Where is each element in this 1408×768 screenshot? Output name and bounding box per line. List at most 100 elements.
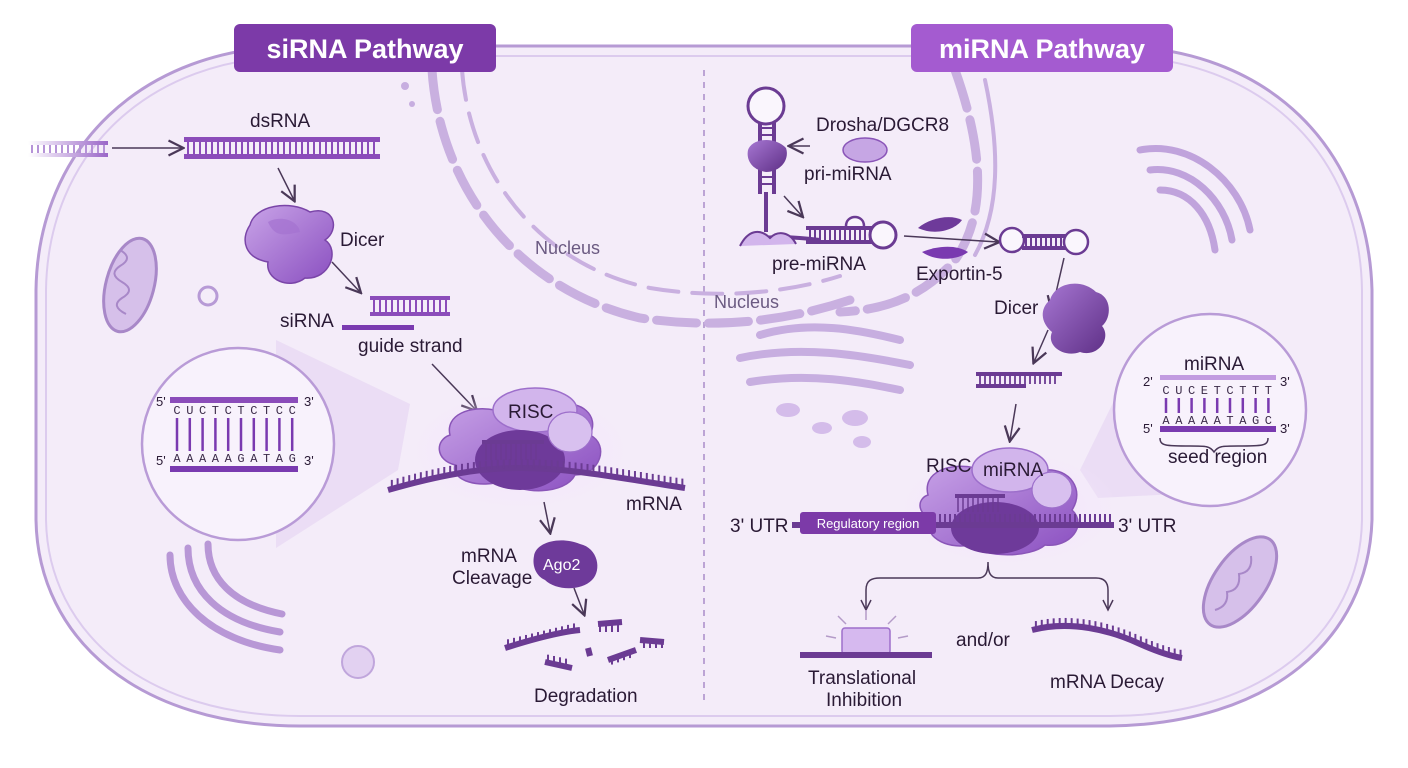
base-letter: A xyxy=(1239,414,1247,428)
svg-text:seed region: seed region xyxy=(1168,447,1267,468)
arrow-exportin xyxy=(903,236,998,242)
arrow-duplex-risc xyxy=(1010,403,1016,440)
golgi-left xyxy=(166,540,286,654)
utr-right-label: 3' UTR xyxy=(1118,516,1177,537)
base-letter: C xyxy=(1188,384,1195,398)
mitochondrion-left xyxy=(102,236,158,334)
base-letter: C xyxy=(1226,384,1233,398)
svg-text:siRNA Pathway: siRNA Pathway xyxy=(266,34,463,64)
base-letter: G xyxy=(289,452,296,466)
arrow-dicer-sirna xyxy=(331,261,360,292)
cleavage-label-2: Cleavage xyxy=(452,568,532,589)
base-letter: A xyxy=(199,452,207,466)
risc-label-left: RISC xyxy=(508,402,553,423)
nucleus-label-right: Nucleus xyxy=(714,292,779,312)
base-letter: E xyxy=(1201,384,1208,398)
er-right xyxy=(736,323,914,394)
svg-text:Ago2: Ago2 xyxy=(543,557,580,574)
base-letter: C xyxy=(225,404,232,418)
base-letter: C xyxy=(250,404,257,418)
golgi-right-top xyxy=(1136,145,1254,254)
drosha-label: Drosha/DGCR8 xyxy=(816,115,949,136)
base-letter: C xyxy=(199,404,206,418)
svg-text:5': 5' xyxy=(156,394,166,409)
dicer-label-right: Dicer xyxy=(994,298,1039,319)
base-letter: U xyxy=(1175,384,1182,398)
base-letter: A xyxy=(173,452,181,466)
arrow-dicer-duplex xyxy=(1034,329,1049,362)
sirna-title-badge: siRNA Pathway xyxy=(234,24,496,72)
utr-mrna-strand xyxy=(792,514,1114,528)
cleavage-label-1: mRNA xyxy=(461,546,517,567)
base-letter: A xyxy=(186,452,194,466)
mrna-fragments xyxy=(504,619,665,671)
degradation-label: Degradation xyxy=(534,686,638,707)
base-letter: C xyxy=(1265,414,1272,428)
base-letter: A xyxy=(250,452,258,466)
regulatory-region-box: Regulatory region xyxy=(800,512,936,534)
ago2-protein: Ago2 xyxy=(533,540,598,589)
pre-mirna-label: pre-miRNA xyxy=(772,254,866,275)
svg-text:2': 2' xyxy=(1143,374,1153,389)
utr-left-label: 3' UTR xyxy=(730,516,789,537)
vesicle-left-small xyxy=(197,285,219,307)
base-letter: A xyxy=(1188,414,1196,428)
base-letter: A xyxy=(1162,414,1170,428)
sirna-label: siRNA xyxy=(280,311,334,332)
arrow-dsrna-dicer xyxy=(277,167,294,200)
svg-text:miRNA Pathway: miRNA Pathway xyxy=(939,34,1145,64)
sirna-molecule xyxy=(342,296,450,330)
svg-text:miRNA: miRNA xyxy=(1184,354,1244,375)
ribosomes-right xyxy=(776,403,871,448)
base-letter: T xyxy=(263,404,270,418)
svg-text:3': 3' xyxy=(304,394,314,409)
mrna-label-left: mRNA xyxy=(626,494,682,515)
pri-mirna-label: pri-miRNA xyxy=(804,164,892,185)
base-letter: A xyxy=(276,452,284,466)
svg-text:3': 3' xyxy=(1280,374,1290,389)
base-letter: T xyxy=(1214,384,1221,398)
mirna-title-badge: miRNA Pathway xyxy=(911,24,1173,72)
translational-label-1: Translational xyxy=(808,668,916,689)
base-letter: A xyxy=(212,452,220,466)
svg-text:Regulatory region: Regulatory region xyxy=(817,516,920,531)
mrna-decay-label: mRNA Decay xyxy=(1050,672,1165,693)
pre-mirna-cytoplasm xyxy=(998,226,1090,256)
base-letter: T xyxy=(1265,384,1272,398)
svg-text:3': 3' xyxy=(1280,421,1290,436)
base-letter: G xyxy=(237,452,244,466)
drosha-dgcr8-shape xyxy=(842,137,888,163)
base-letter: A xyxy=(225,452,233,466)
translational-inhibition-icon xyxy=(800,610,932,658)
base-letter: A xyxy=(1214,414,1222,428)
base-letter: T xyxy=(212,404,219,418)
risc-mirna-label: miRNA xyxy=(983,460,1043,481)
risc-label-right: RISC xyxy=(926,456,971,477)
dsrna-molecule xyxy=(184,137,380,159)
pre-mirna-molecule xyxy=(806,215,898,250)
mrna-strand-left xyxy=(387,459,686,493)
mrna-decay-strand xyxy=(1031,617,1183,661)
arrow-risc-ago2 xyxy=(544,501,550,532)
base-letter: T xyxy=(237,404,244,418)
base-letter: T xyxy=(1226,414,1233,428)
translational-label-2: Inhibition xyxy=(826,690,902,711)
base-letter: A xyxy=(1175,414,1183,428)
base-letter: C xyxy=(173,404,180,418)
svg-text:5': 5' xyxy=(156,453,166,468)
base-letter: A xyxy=(1201,414,1209,428)
incoming-dsrna xyxy=(28,141,108,157)
base-letter: C xyxy=(1162,384,1169,398)
exportin5-protein xyxy=(918,217,968,259)
mirna-duplex xyxy=(976,372,1062,388)
exportin-label: Exportin-5 xyxy=(916,264,1003,285)
dsrna-label: dsRNA xyxy=(250,111,311,132)
base-letter: G xyxy=(1252,414,1259,428)
svg-text:5': 5' xyxy=(1143,421,1153,436)
base-letter: U xyxy=(186,404,193,418)
arrow-ago2-degradation xyxy=(574,587,584,614)
base-letter: T xyxy=(1239,384,1246,398)
